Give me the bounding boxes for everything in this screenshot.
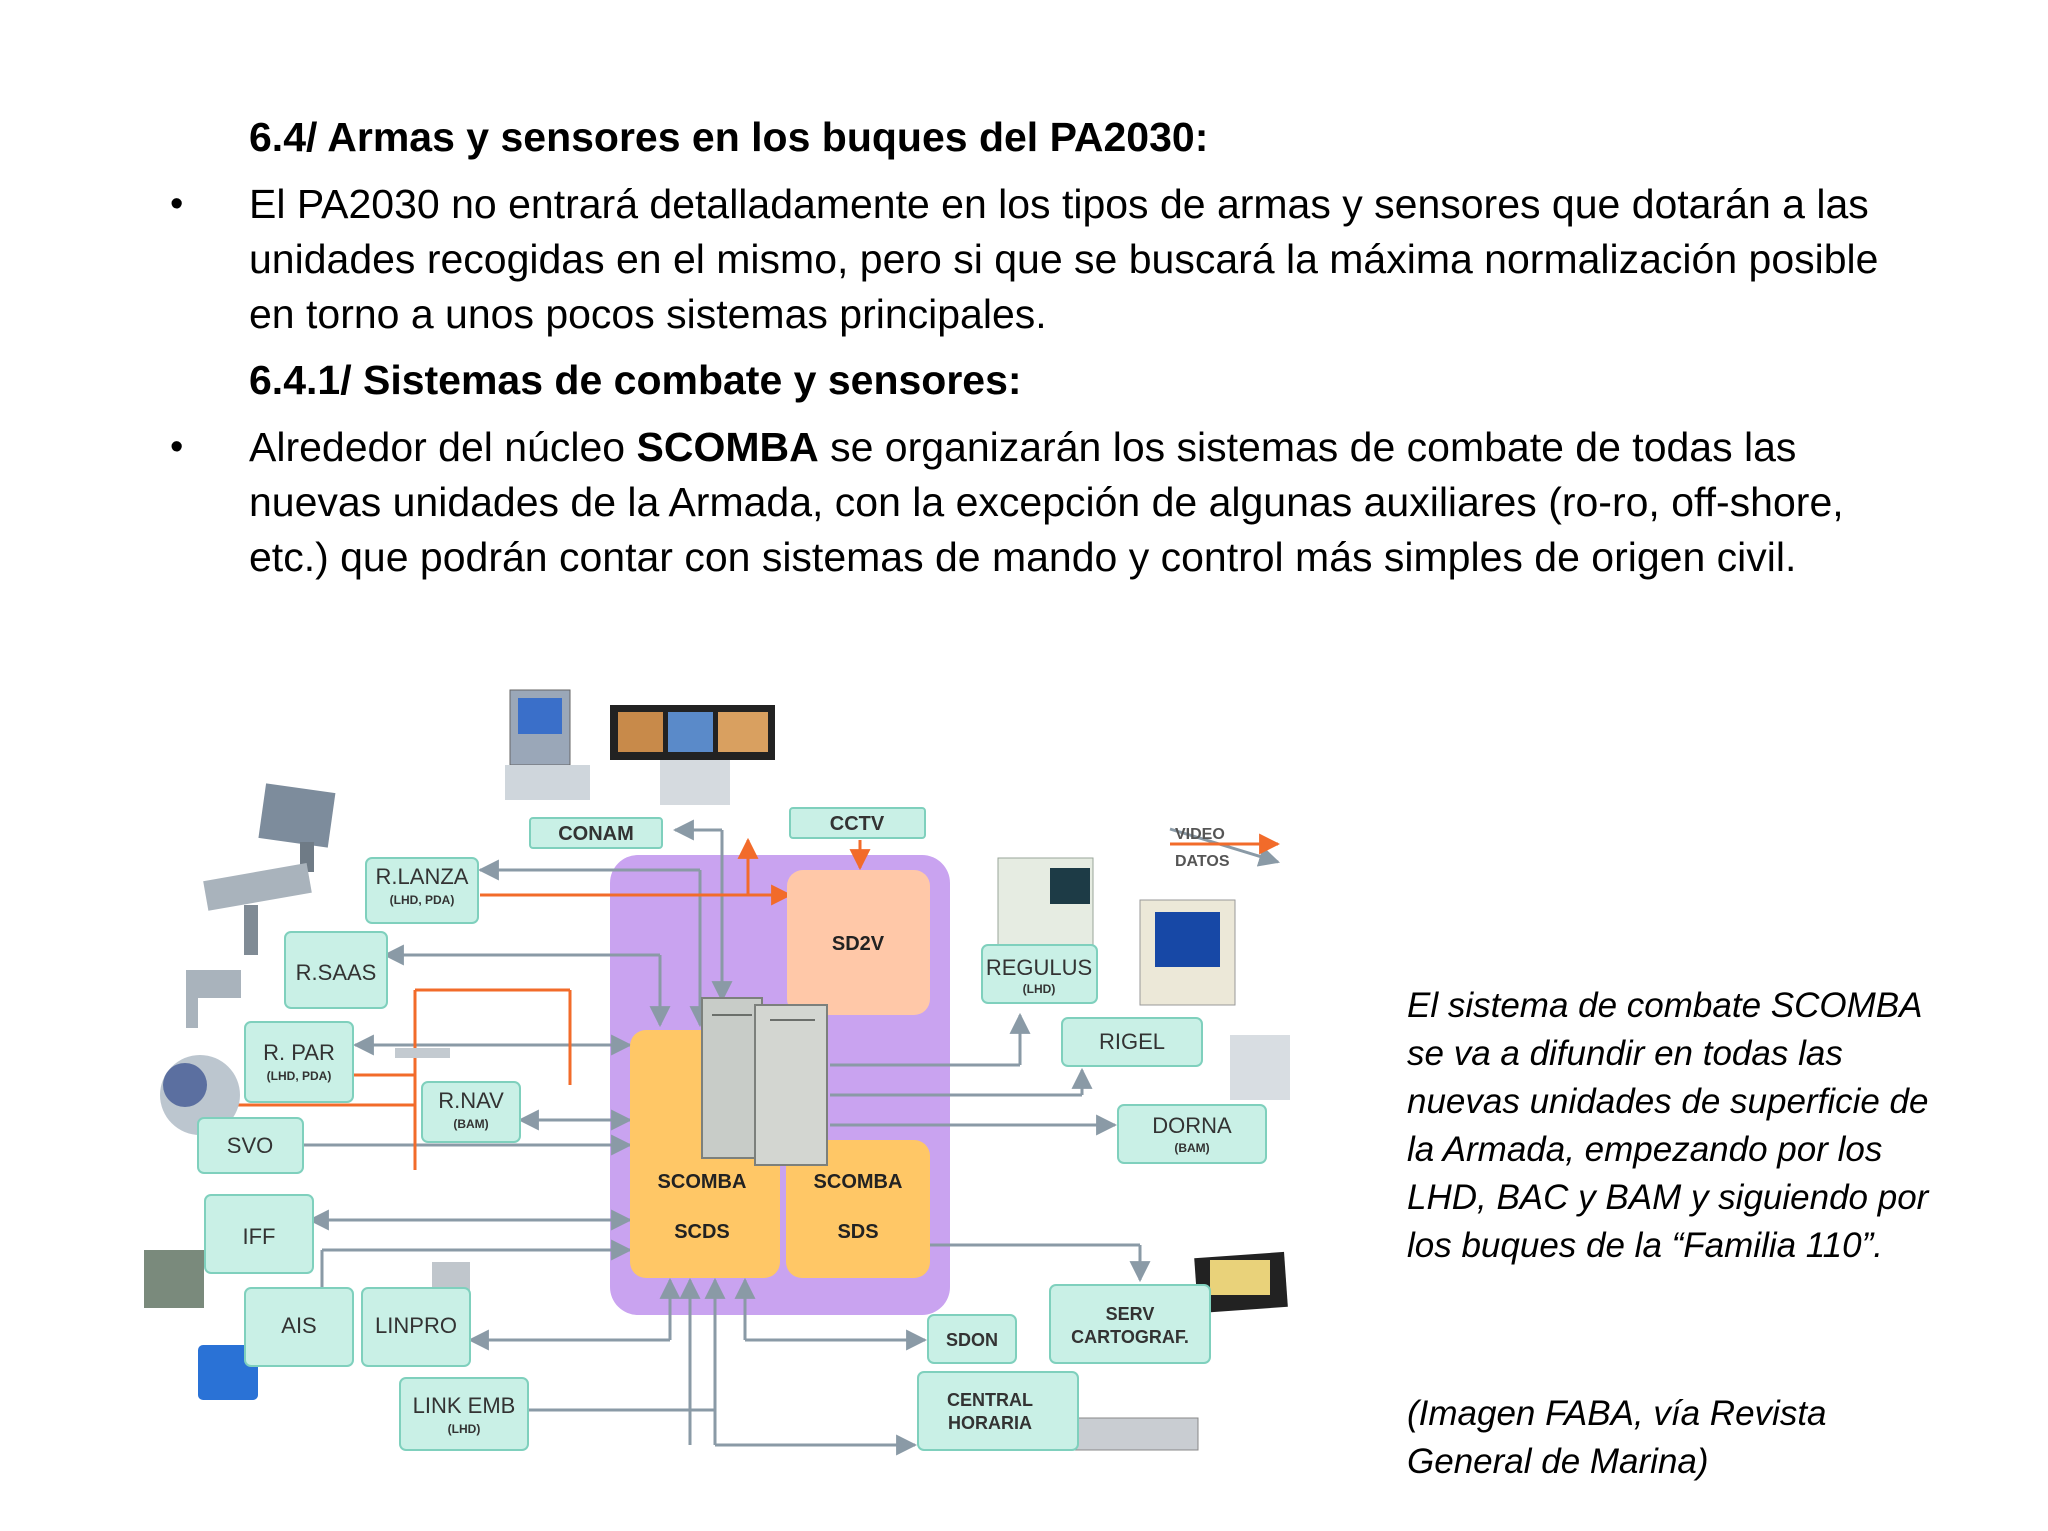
node-rsaas bbox=[284, 931, 388, 1009]
node-sd2v bbox=[787, 870, 930, 1015]
node-serv-label: SERV bbox=[1106, 1304, 1155, 1324]
node-linpro-label: LINPRO bbox=[375, 1313, 457, 1338]
section-heading-6-4: 6.4/ Armas y sensores en los buques del … bbox=[249, 114, 1209, 160]
node-scomba-sds bbox=[786, 1140, 930, 1278]
node-iff-label: IFF bbox=[243, 1224, 276, 1249]
node-dorna-sub: (BAM) bbox=[1174, 1141, 1209, 1155]
paragraph-pa2030: El PA2030 no entrará detalladamente en l… bbox=[249, 181, 1879, 337]
node-horaria-label: HORARIA bbox=[948, 1413, 1032, 1433]
node-rpar bbox=[244, 1021, 354, 1103]
node-rlanza-label: R.LANZA bbox=[376, 864, 469, 889]
scomba-bold: SCOMBA bbox=[636, 424, 819, 470]
bullet-marker: • bbox=[170, 183, 184, 225]
paragraph-scomba: Alrededor del núcleo SCOMBA se organizar… bbox=[249, 420, 1889, 585]
node-linkemb-label: LINK EMB bbox=[413, 1393, 516, 1418]
node-linpro bbox=[361, 1287, 471, 1367]
scomba-diagram: VIDEO DATOS CONAM bbox=[144, 689, 1290, 1456]
workstation-illustrations bbox=[997, 857, 1290, 1451]
server-cabinet-illustrations bbox=[701, 997, 828, 1166]
node-conam-label: CONAM bbox=[558, 823, 634, 845]
node-cctv-label: CCTV bbox=[830, 813, 885, 835]
section-heading-6-4-1: 6.4.1/ Sistemas de combate y sensores: bbox=[249, 357, 1022, 403]
node-ais-label: AIS bbox=[281, 1313, 316, 1338]
node-linkemb-sub: (LHD) bbox=[448, 1422, 481, 1436]
node-rlanza bbox=[365, 857, 479, 924]
node-dorna-label: DORNA bbox=[1152, 1113, 1232, 1138]
node-regulus bbox=[981, 944, 1098, 1004]
node-cartograf-label: CARTOGRAF. bbox=[1071, 1327, 1189, 1347]
node-conam bbox=[529, 817, 663, 849]
figure-caption: El sistema de combate SCOMBA se va a dif… bbox=[1407, 986, 1929, 1265]
node-regulus-sub: (LHD) bbox=[1023, 982, 1056, 996]
node-linkemb bbox=[399, 1377, 529, 1451]
node-central-horaria bbox=[917, 1371, 1079, 1451]
node-rnav-sub: (BAM) bbox=[453, 1117, 488, 1131]
node-svo bbox=[197, 1117, 304, 1174]
node-svo-label: SVO bbox=[227, 1133, 273, 1158]
paragraph-scomba-b: se organizarán los sistemas de combate d… bbox=[249, 424, 1844, 580]
node-rigel-label: RIGEL bbox=[1099, 1029, 1165, 1054]
bullet-marker: • bbox=[170, 426, 184, 468]
node-sds-label: SDS bbox=[837, 1221, 878, 1243]
node-rnav bbox=[421, 1081, 521, 1143]
node-sdon bbox=[927, 1314, 1017, 1364]
node-rlanza-sub: (LHD, PDA) bbox=[390, 893, 455, 907]
node-scds-label: SCDS bbox=[674, 1221, 730, 1243]
node-sds-title: SCOMBA bbox=[814, 1171, 903, 1193]
node-iff bbox=[204, 1194, 314, 1274]
video-links bbox=[235, 833, 1281, 1170]
node-cctv bbox=[789, 807, 926, 839]
node-serv-cartograf bbox=[1049, 1284, 1211, 1364]
node-rpar-sub: (LHD, PDA) bbox=[267, 1069, 332, 1083]
node-regulus-label: REGULUS bbox=[986, 955, 1092, 980]
node-dorna bbox=[1117, 1104, 1267, 1164]
node-rigel bbox=[1061, 1017, 1203, 1067]
radar-illustrations bbox=[144, 783, 470, 1400]
node-ais bbox=[244, 1287, 354, 1367]
legend-datos: DATOS bbox=[1175, 853, 1230, 870]
paragraph-scomba-a: Alrededor del núcleo bbox=[249, 424, 637, 470]
node-scds-title: SCOMBA bbox=[658, 1171, 747, 1193]
legend-video: VIDEO bbox=[1175, 826, 1225, 843]
node-rsaas-label: R.SAAS bbox=[296, 960, 377, 985]
node-central-label: CENTRAL bbox=[947, 1390, 1033, 1410]
console-illustrations bbox=[505, 689, 775, 805]
node-rnav-label: R.NAV bbox=[438, 1088, 504, 1113]
node-sd2v-label: SD2V bbox=[832, 933, 885, 955]
image-credit: (Imagen FABA, vía Revista General de Mar… bbox=[1407, 1394, 1827, 1481]
node-rpar-label: R. PAR bbox=[263, 1040, 335, 1065]
node-sdon-label: SDON bbox=[946, 1330, 998, 1350]
